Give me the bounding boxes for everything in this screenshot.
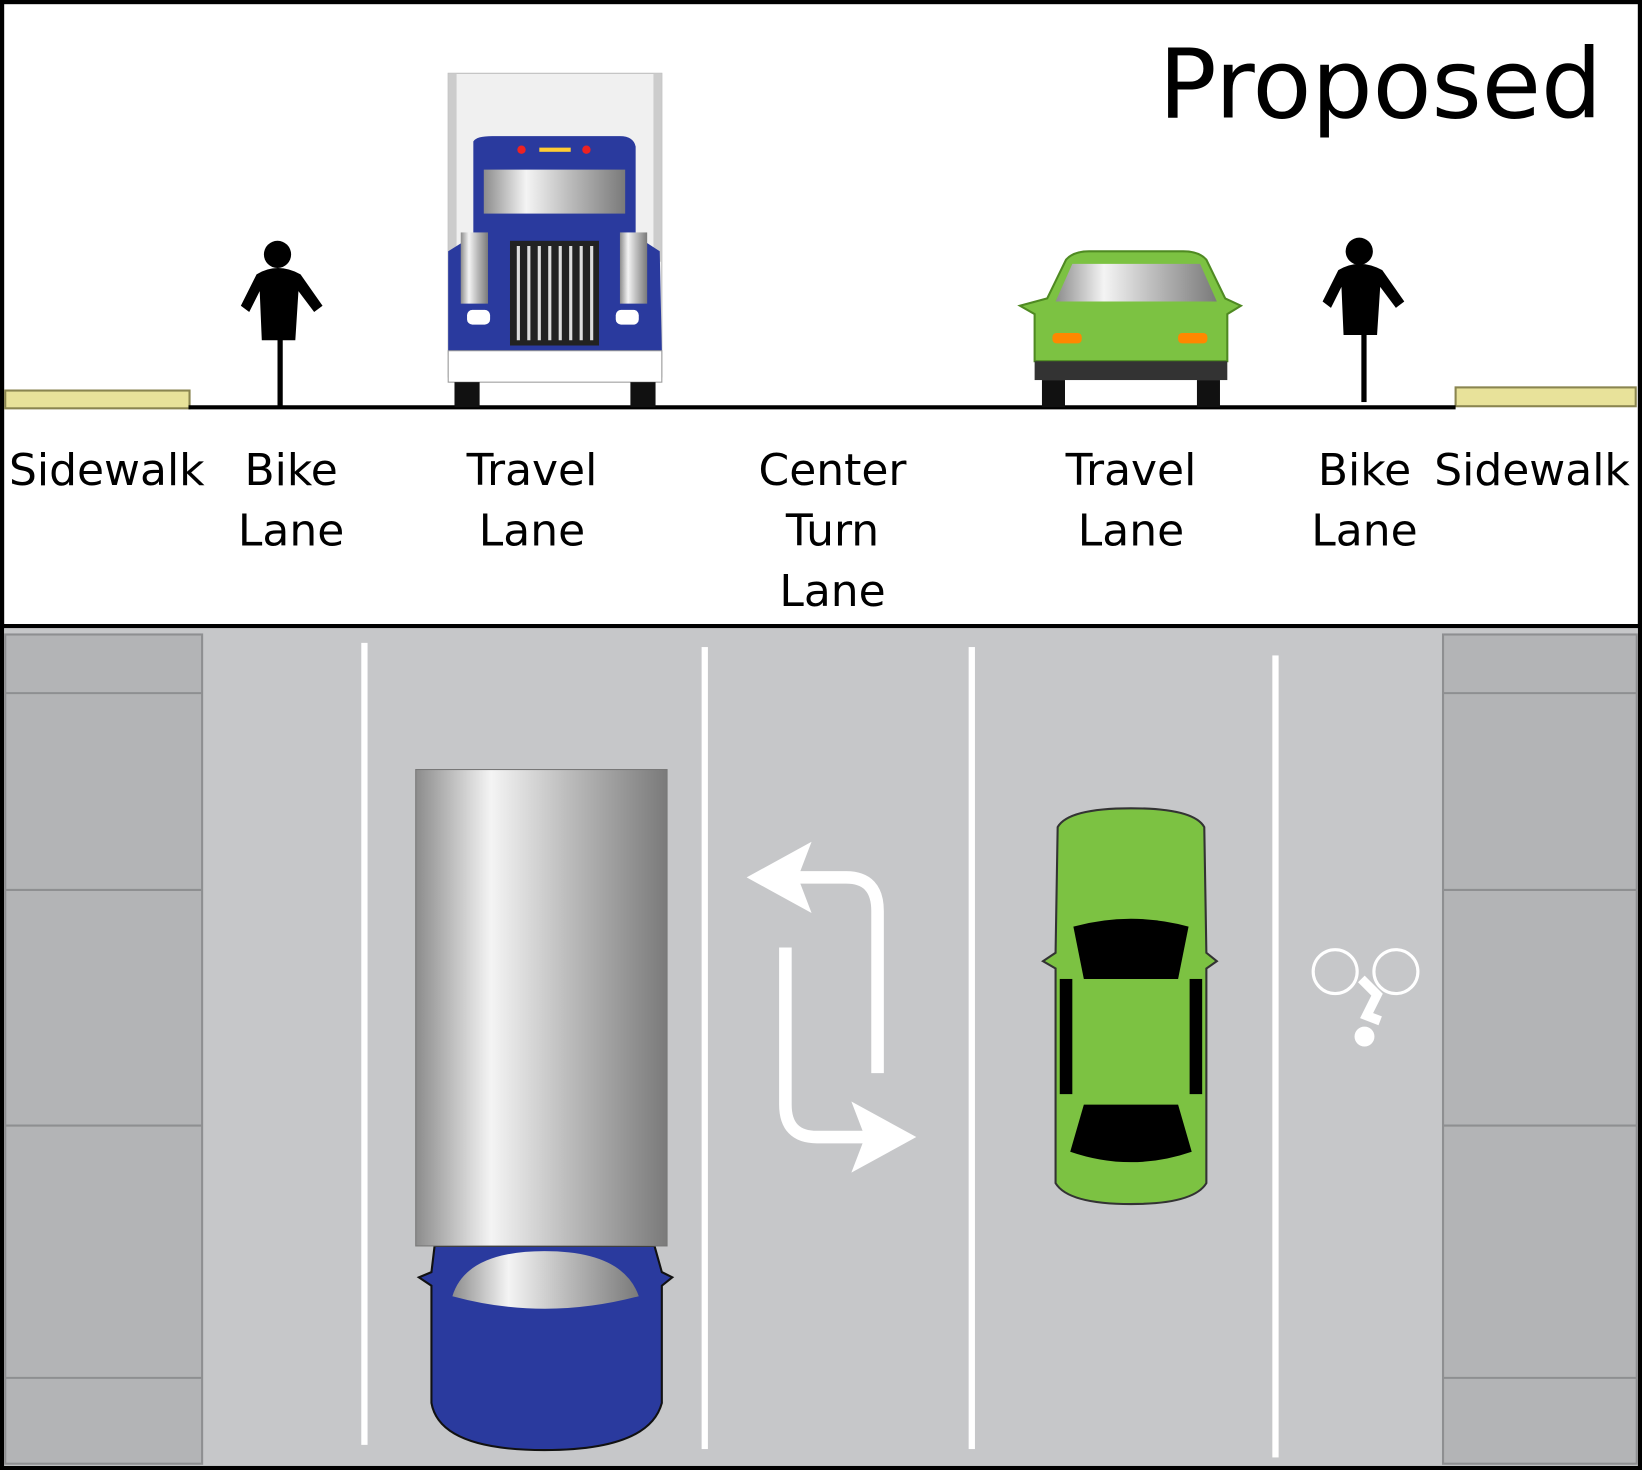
sidewalk-left-plan	[4, 633, 204, 1465]
sidewalk-left-section	[4, 389, 191, 410]
cyclist-left-icon	[240, 240, 323, 407]
cyclist-right-icon	[1322, 237, 1405, 403]
sidewalk-right-plan	[1441, 633, 1638, 1465]
road-surface	[4, 628, 1638, 1466]
car-top-icon	[1041, 807, 1219, 1206]
lane-markings	[361, 642, 1279, 1458]
bike-lane-symbol-icon	[1311, 948, 1420, 1047]
arrow-head-left	[746, 841, 812, 913]
arrow-head-right	[851, 1101, 917, 1173]
car-rear-icon	[1017, 250, 1244, 408]
sidewalk-right-section	[1454, 386, 1637, 408]
truck-top-icon	[415, 769, 675, 1452]
diagram-title: Proposed	[1159, 28, 1603, 140]
center-turn-arrows-icon	[779, 871, 884, 1144]
label-sidewalk-left: Sidewalk	[9, 445, 205, 496]
truck-front-icon	[447, 72, 663, 408]
label-sidewalk-right: Sidewalk	[1434, 445, 1630, 496]
section-view: Proposed	[2, 28, 1640, 629]
plan-view	[4, 628, 1638, 1466]
